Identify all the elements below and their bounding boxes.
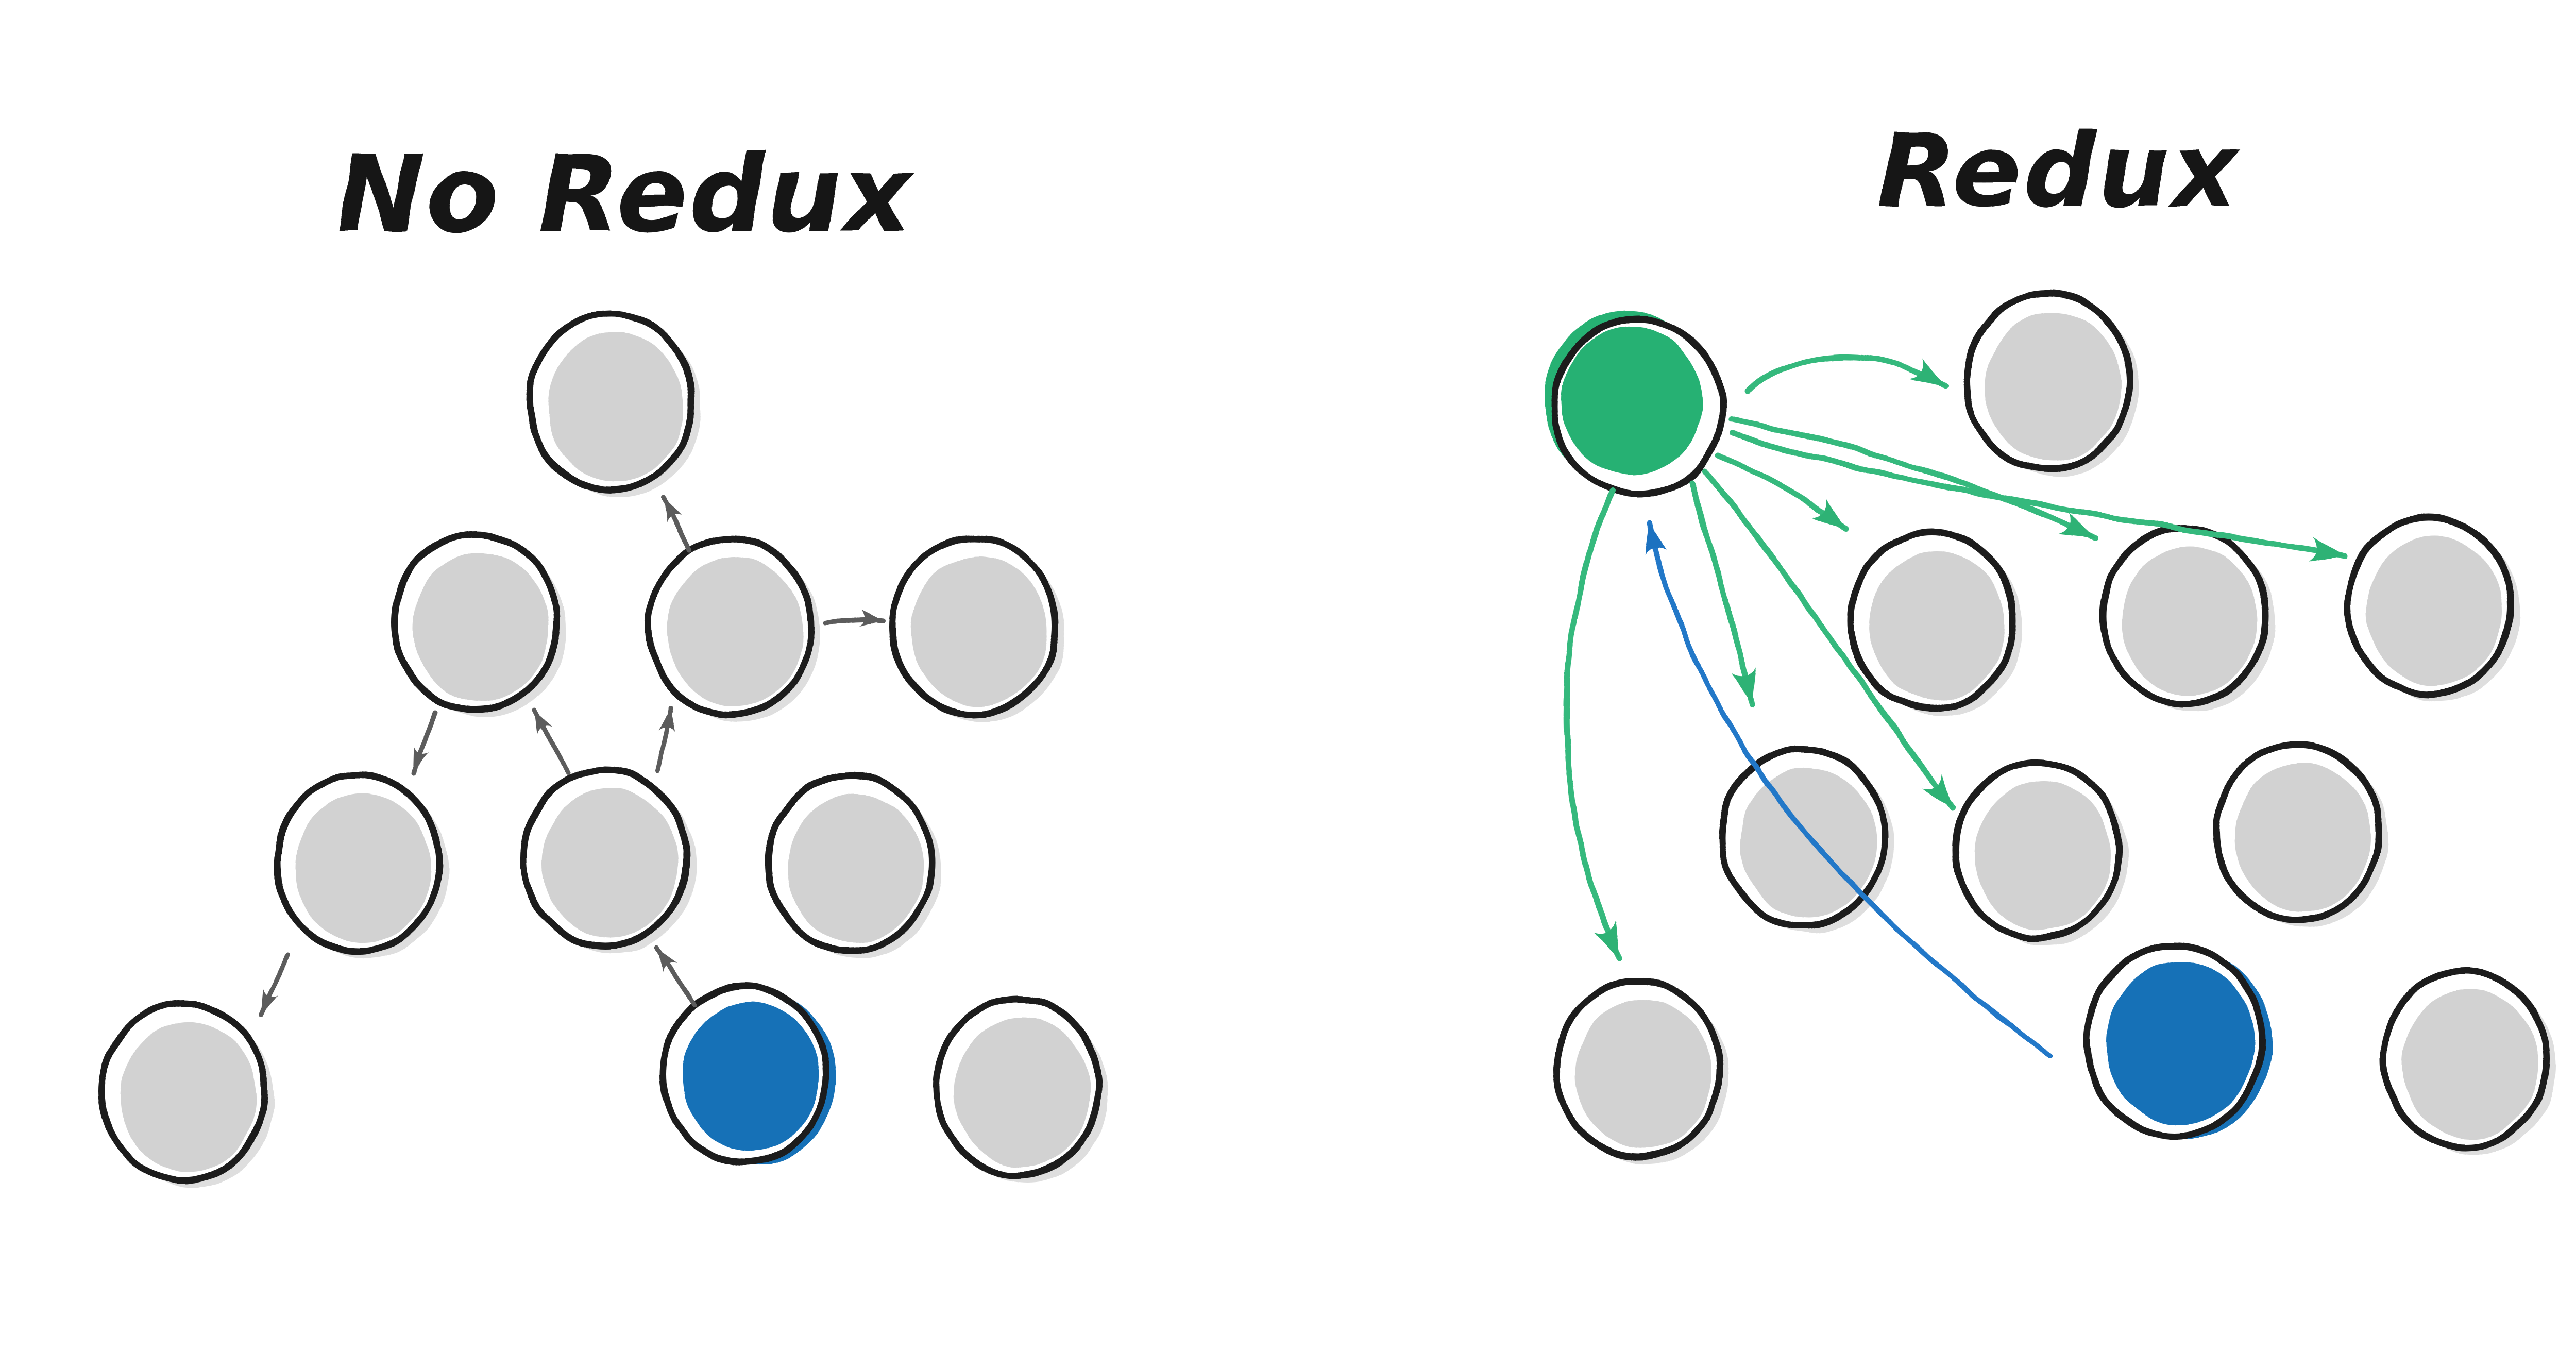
prop-pass-arrow-up-right <box>655 704 675 773</box>
node-fill <box>2402 989 2538 1139</box>
component-node <box>98 1000 274 1187</box>
prop-pass-arrow-to-root <box>662 494 692 553</box>
component-node <box>2213 740 2388 927</box>
component-node <box>1953 758 2128 945</box>
component-node <box>1847 529 2023 716</box>
component-node <box>2380 967 2556 1154</box>
prop-pass-arrow-down-left <box>410 710 438 775</box>
node-fill <box>667 557 803 706</box>
no-redux-panel <box>98 310 1108 1187</box>
node-fill <box>911 556 1047 706</box>
node-fill <box>413 552 549 702</box>
store-update-arrow-row2-right <box>1729 431 2348 562</box>
node-fill <box>548 332 684 482</box>
node-fill <box>543 788 679 938</box>
component-node <box>520 766 696 953</box>
node-fill <box>1740 768 1876 917</box>
node-fill <box>2122 546 2258 696</box>
store-update-arrow-row3-left <box>1688 479 1756 708</box>
node-fill <box>955 1018 1091 1167</box>
node-fill <box>121 1022 257 1172</box>
redux-title: Redux <box>1877 111 2241 230</box>
node-fill <box>295 793 431 943</box>
no-redux-title: No Redux <box>336 133 914 256</box>
node-fill <box>1575 1000 1711 1149</box>
titles: No Redux Redux <box>336 111 2241 256</box>
component-node <box>273 771 449 958</box>
root-component-node <box>526 310 701 497</box>
prop-pass-arrow-up-left <box>532 707 571 775</box>
node-fill <box>2106 961 2255 1125</box>
component-node <box>1553 977 1729 1164</box>
component-node <box>1963 290 2139 477</box>
component-node <box>933 995 1108 1183</box>
prop-pass-arrow-down-to-leaf <box>259 952 291 1017</box>
node-fill <box>1985 312 2121 461</box>
node-fill <box>1975 781 2111 930</box>
state-change-component-node <box>2083 942 2272 1140</box>
state-change-component-node <box>659 983 836 1166</box>
component-node <box>645 535 821 722</box>
node-fill <box>1562 327 1703 475</box>
store-update-arrow-row3-middle <box>1701 468 1956 812</box>
node-fill <box>787 793 923 943</box>
store-update-arrow-top <box>1743 353 1948 394</box>
component-node <box>391 530 566 717</box>
node-fill <box>683 1002 819 1151</box>
redux-panel <box>1544 290 2556 1164</box>
store-update-arrow-row2-left <box>1716 452 1849 533</box>
prop-pass-arrow-to-sibling <box>824 609 886 626</box>
store-update-arrow-row2-middle <box>1728 416 2098 541</box>
prop-pass-arrow-from-source <box>654 945 697 1007</box>
component-node <box>889 534 1064 721</box>
component-node <box>2099 524 2275 711</box>
component-node <box>1718 746 1894 933</box>
store-update-arrow-row4-left <box>1564 488 1624 960</box>
redux-store-node <box>1544 311 1726 498</box>
dispatch-action-arrow <box>1645 520 2054 1059</box>
node-fill <box>1869 551 2005 701</box>
node-fill <box>2235 763 2371 912</box>
node-fill <box>2366 536 2502 685</box>
component-node <box>2344 514 2520 701</box>
component-node <box>765 771 941 958</box>
